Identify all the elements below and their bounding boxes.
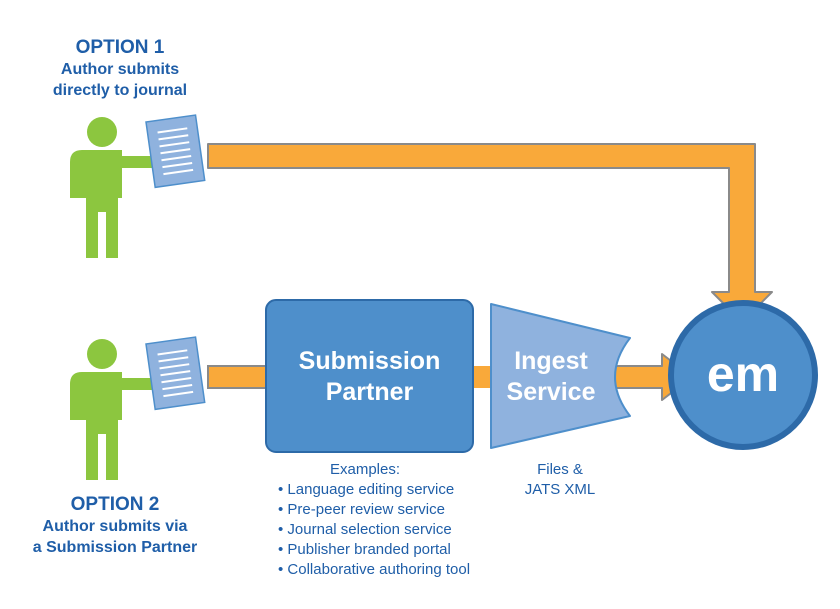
em-label: em [706,346,780,402]
example-item: Pre-peer review service [278,500,518,520]
files-label: Files & JATS XML [500,460,620,500]
option-2-title: OPTION 2 [70,494,160,515]
document-2-icon [145,336,206,411]
examples-block: Examples: Language editing service Pre-p… [278,460,518,580]
author-2-person-icon [70,339,152,480]
ingest-service-label: Ingest Service [491,346,611,408]
example-item: Journal selection service [278,520,518,540]
submission-partner-box [265,299,474,453]
option-1-line1: Author submits [60,61,180,78]
examples-heading: Examples: [330,461,401,478]
option-1-label: OPTION 1 Author submits directly to jour… [20,37,220,101]
arrow-direct-to-journal [207,143,773,323]
ingest-service-shape [490,303,631,449]
option-2-line1: Author submits via [42,518,188,535]
files-line2: JATS XML [524,481,596,498]
ingest-service-line1: Ingest [514,347,588,375]
document-1-icon [145,114,206,189]
example-item: Language editing service [278,480,518,500]
ingest-service-line2: Service [506,378,596,406]
option-2-line2: a Submission Partner [32,539,198,556]
option-1-line2: directly to journal [52,82,188,99]
examples-list: Language editing service Pre-peer review… [278,480,518,580]
em-circle [668,300,818,450]
example-item: Publisher branded portal [278,540,518,560]
option-2-label: OPTION 2 Author submits via a Submission… [5,494,225,558]
example-item: Collaborative authoring tool [278,560,518,580]
submission-partner-label: Submission Partner [266,346,473,408]
submission-partner-line1: Submission [298,347,441,375]
author-1-person-icon [70,117,152,258]
files-line1: Files & [537,461,583,478]
submission-partner-line2: Partner [325,378,414,406]
option-1-title: OPTION 1 [75,37,165,58]
